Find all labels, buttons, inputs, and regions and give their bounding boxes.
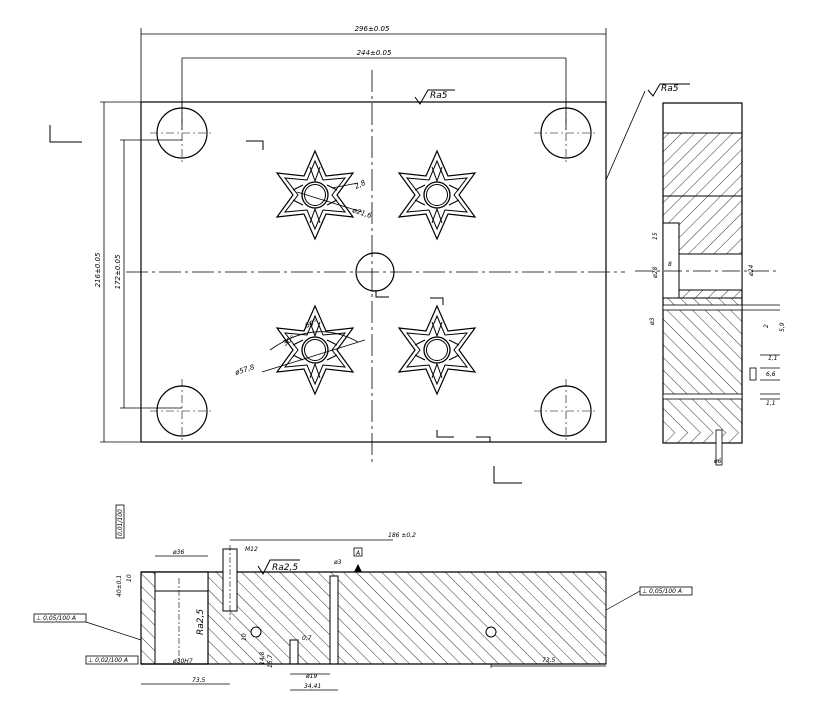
side-dim-3: ø3 <box>649 317 656 326</box>
dim-hole-spacing-y: 172±0.05 <box>114 254 122 289</box>
roughness-top: Ra5 <box>430 91 448 101</box>
side-dim-6: ø6 <box>713 458 722 465</box>
side-dim-24: ø24 <box>748 265 755 277</box>
dim-73-5-left: 73,5 <box>192 677 206 684</box>
dim-width-2-8: 2,8 <box>353 179 367 191</box>
side-dim-15: 15 <box>652 232 659 240</box>
dim-0-7: 0,7 <box>302 635 312 642</box>
parallelism-callout: 0,01/100 <box>117 509 124 536</box>
dim-34-41: 34,41 <box>304 683 321 690</box>
dim-overall-height: 216±0.05 <box>94 252 102 287</box>
dim-19: ø19 <box>305 673 317 680</box>
side-dim-1-1-a: 1,1 <box>768 355 778 362</box>
dim-15-7: 15,7 <box>267 654 274 668</box>
dim-30h7: ø30H7 <box>172 658 193 665</box>
side-dim-28: ø28 <box>652 267 659 279</box>
dim-36: ø36 <box>172 549 184 556</box>
center-hole <box>355 252 395 292</box>
roughness-section: Ra2,5 <box>272 563 298 573</box>
side-dim-2: 2 <box>763 324 770 328</box>
dim-diameter-21-6: ø21,6 <box>350 206 373 220</box>
dim-m12: M12 <box>245 546 258 553</box>
dim-3: ø3 <box>333 559 342 566</box>
star-cavity-1 <box>276 150 354 240</box>
side-view: Ra5 15 8 ø28 ø24 ø3 2 5,9 1,1 6,6 1,1 ø6 <box>605 83 786 466</box>
dim-10: 10 <box>126 574 133 582</box>
dim-186: 186 ±0,2 <box>388 532 416 539</box>
dim-overall-width: 296±0.05 <box>355 25 390 33</box>
dim-14-8: 14,8 <box>259 651 266 665</box>
dim-diameter-57-8: ø57,8 <box>233 363 256 377</box>
side-dim-5-9: 5,9 <box>779 322 786 332</box>
section-view: 0,01/100 ⊥ 0,05/100 A ⊥ 0,02/100 A ⊥ 0,0… <box>33 504 693 691</box>
perp-left: ⊥ 0,05/100 A <box>36 615 76 622</box>
roughness-side: Ra5 <box>661 84 679 94</box>
perp-right: ⊥ 0,05/100 A <box>642 588 682 595</box>
side-dim-1-1-b: 1,1 <box>766 400 776 407</box>
side-dim-6-6: 6,6 <box>766 371 776 378</box>
dim-angle-60: 60° <box>304 318 318 330</box>
datum-a: A <box>355 550 360 557</box>
dim-73-5-right: 73,5 <box>542 657 556 664</box>
roughness-vertical: Ra2,5 <box>196 609 206 635</box>
dim-40: 40±0,1 <box>116 575 123 597</box>
star-cavity-2 <box>398 150 476 240</box>
side-dim-8: 8 <box>668 261 672 268</box>
top-view: 296±0.05 244±0.05 216±0.05 172±0.05 <box>49 25 625 484</box>
star-cavity-4 <box>398 305 476 395</box>
dim-hole-spacing-x: 244±0.05 <box>357 49 392 57</box>
dim-10-small: 10 <box>241 633 248 641</box>
perp-bottom: ⊥ 0,02/100 A <box>88 657 128 664</box>
